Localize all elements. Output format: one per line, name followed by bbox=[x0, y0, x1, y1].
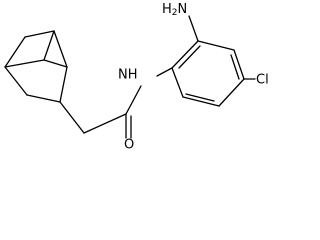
amine-label: H2N bbox=[162, 2, 187, 18]
bond-c6-c1 bbox=[4, 66, 28, 96]
bond-ring-1 bbox=[171, 40, 199, 69]
amine-n-label: N bbox=[178, 2, 188, 17]
bond-ring-3 bbox=[233, 49, 245, 80]
bond-bridge-c3 bbox=[43, 30, 55, 61]
norbornane-cage bbox=[4, 30, 68, 103]
bond-c3-c4 bbox=[53, 30, 68, 68]
atom-labels: H2N NH Cl O bbox=[118, 2, 269, 153]
molecule-structure: H2N NH Cl O bbox=[4, 2, 269, 153]
bond-ring-2 bbox=[197, 40, 235, 51]
bond-ring-nh2 bbox=[188, 15, 199, 42]
bond-bridge-c4 bbox=[43, 59, 68, 68]
bond-c1-c2 bbox=[4, 36, 26, 68]
double-bond-1 bbox=[178, 45, 201, 69]
bond-ring-6 bbox=[171, 67, 184, 98]
amine-h-count: 2 bbox=[172, 8, 178, 18]
bond-c5-c6 bbox=[26, 94, 61, 103]
bond-c4-c5 bbox=[59, 66, 68, 103]
bond-c5-ch2 bbox=[59, 101, 85, 134]
bond-ring-4 bbox=[218, 78, 245, 107]
amide-nh-label: NH bbox=[118, 68, 138, 83]
amine-h-label: H bbox=[162, 2, 172, 17]
bond-ch2-carbonyl bbox=[83, 113, 127, 134]
bond-ring-5 bbox=[182, 96, 220, 107]
oxygen-label: O bbox=[124, 138, 134, 153]
acetamide-linker bbox=[59, 85, 142, 139]
bond-c2-c3 bbox=[24, 30, 55, 38]
benzene-ring bbox=[156, 15, 256, 107]
double-bond-3 bbox=[185, 93, 215, 102]
chlorine-label: Cl bbox=[256, 73, 269, 88]
double-bond-2 bbox=[230, 54, 240, 80]
bond-c1-bridge bbox=[4, 59, 45, 68]
bond-carbonyl-nh bbox=[125, 85, 142, 115]
bond-nh-ring bbox=[156, 67, 173, 77]
